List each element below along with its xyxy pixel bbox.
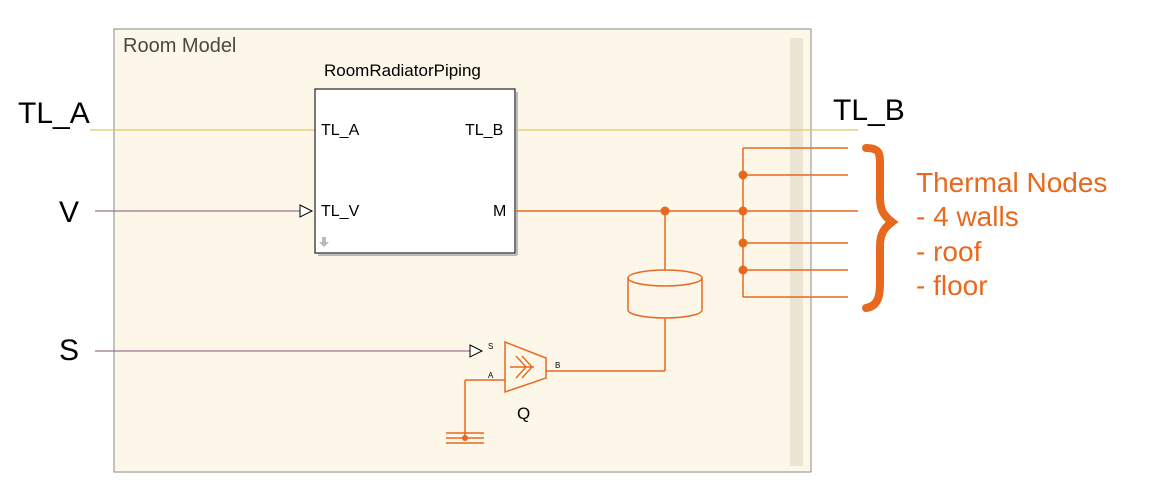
port-tl-a: TL_A [321, 122, 360, 139]
heat-flow-source-q[interactable] [504, 340, 547, 394]
external-port-tl-b[interactable]: TL_B [833, 94, 905, 127]
junction-dot [738, 170, 748, 180]
thermal-nodes-title: Thermal Nodes [916, 167, 1108, 198]
s-input-arrow-icon [469, 344, 484, 358]
block-arrow-down-icon [319, 237, 329, 247]
port-tl-b: TL_B [465, 122, 504, 139]
connection-bus-bar [790, 38, 803, 466]
thermal-nodes-brace [862, 144, 899, 312]
external-port-v[interactable]: V [59, 196, 80, 229]
thermal-nodes-annotation: Thermal Nodes - 4 walls - roof - floor [916, 166, 1107, 304]
external-port-tl-a[interactable]: TL_A [18, 97, 90, 130]
external-port-s[interactable]: S [59, 334, 80, 367]
thermal-node-item: - 4 walls [916, 201, 1019, 233]
junction-dot [738, 238, 748, 248]
thermal-node-item: - floor [916, 270, 988, 302]
subsystem-title: Room Model [123, 35, 237, 57]
heat-flow-chevron-icon [510, 355, 534, 379]
tl-v-input-arrow-icon [299, 204, 314, 218]
thermal-node-item: - roof [916, 235, 982, 267]
thermal-mass-block[interactable] [627, 269, 703, 319]
junction-dot [738, 265, 748, 275]
thermal-reference-icon[interactable] [446, 432, 484, 444]
port-tl-v: TL_V [321, 203, 360, 220]
valve-port-s: S [488, 342, 494, 351]
port-m: M [493, 203, 507, 220]
valve-port-b: B [555, 361, 561, 370]
valve-port-a: A [488, 371, 494, 380]
room-radiator-piping-block[interactable] [314, 88, 516, 254]
block-title: RoomRadiatorPiping [324, 61, 481, 80]
valve-label-q: Q [517, 404, 531, 423]
